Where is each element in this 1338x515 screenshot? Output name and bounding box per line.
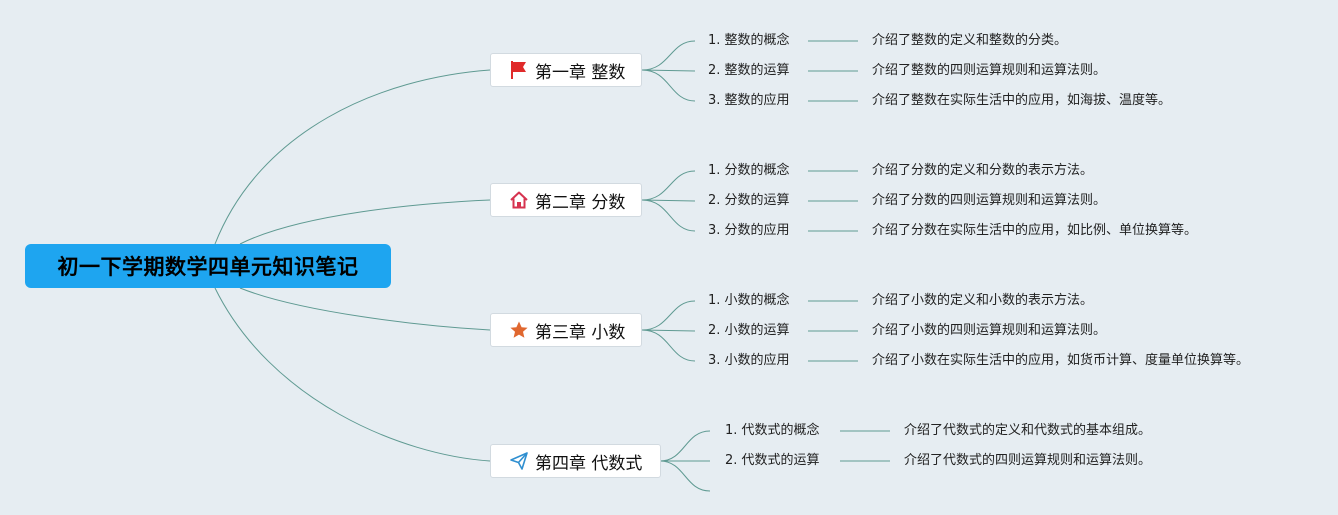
root-to-ch1-line	[214, 69, 491, 245]
topic-2-2[interactable]: 2. 分数的运算	[708, 193, 790, 208]
note-1-2: 介绍了整数的四则运算规则和运算法则。	[872, 63, 1107, 78]
chapter-2-label: 第二章 分数	[535, 192, 626, 213]
flag-icon	[509, 60, 529, 80]
topic-1-3[interactable]: 3. 整数的应用	[708, 93, 790, 108]
note-2-2: 介绍了分数的四则运算规则和运算法则。	[872, 193, 1107, 208]
note-1-1: 介绍了整数的定义和整数的分类。	[872, 33, 1068, 48]
chapter-3-label: 第三章 小数	[535, 322, 626, 343]
chapter-1-node[interactable]: 第一章 整数	[490, 53, 642, 87]
chapter-2-node[interactable]: 第二章 分数	[490, 183, 642, 217]
topic-4-1[interactable]: 1. 代数式的概念	[725, 423, 820, 438]
chapter-1-label: 第一章 整数	[535, 62, 626, 83]
root-to-ch3-line	[239, 287, 491, 331]
topic-2-3[interactable]: 3. 分数的应用	[708, 223, 790, 238]
chapter-4-label: 第四章 代数式	[535, 453, 643, 474]
topic-4-2[interactable]: 2. 代数式的运算	[725, 453, 820, 468]
star-icon	[509, 320, 529, 340]
note-2-1: 介绍了分数的定义和分数的表示方法。	[872, 163, 1094, 178]
send-icon	[509, 451, 529, 471]
root-to-ch2-line	[239, 199, 491, 245]
note-3-3: 介绍了小数在实际生活中的应用，如货币计算、度量单位换算等。	[872, 353, 1250, 368]
chapter-3-node[interactable]: 第三章 小数	[490, 313, 642, 347]
note-4-2: 介绍了代数式的四则运算规则和运算法则。	[904, 453, 1152, 468]
topic-3-1[interactable]: 1. 小数的概念	[708, 293, 790, 308]
note-3-1: 介绍了小数的定义和小数的表示方法。	[872, 293, 1094, 308]
chapter-4-node[interactable]: 第四章 代数式	[490, 444, 661, 478]
house-icon	[509, 190, 529, 210]
note-3-2: 介绍了小数的四则运算规则和运算法则。	[872, 323, 1107, 338]
root-topic[interactable]: 初一下学期数学四单元知识笔记	[25, 244, 391, 288]
topic-1-1[interactable]: 1. 整数的概念	[708, 33, 790, 48]
topic-1-2[interactable]: 2. 整数的运算	[708, 63, 790, 78]
topic-3-2[interactable]: 2. 小数的运算	[708, 323, 790, 338]
note-4-1: 介绍了代数式的定义和代数式的基本组成。	[904, 423, 1152, 438]
topic-2-1[interactable]: 1. 分数的概念	[708, 163, 790, 178]
topic-3-3[interactable]: 3. 小数的应用	[708, 353, 790, 368]
note-1-3: 介绍了整数在实际生活中的应用，如海拔、温度等。	[872, 93, 1172, 108]
root-to-ch4-line	[214, 287, 491, 462]
note-2-3: 介绍了分数在实际生活中的应用，如比例、单位换算等。	[872, 223, 1198, 238]
